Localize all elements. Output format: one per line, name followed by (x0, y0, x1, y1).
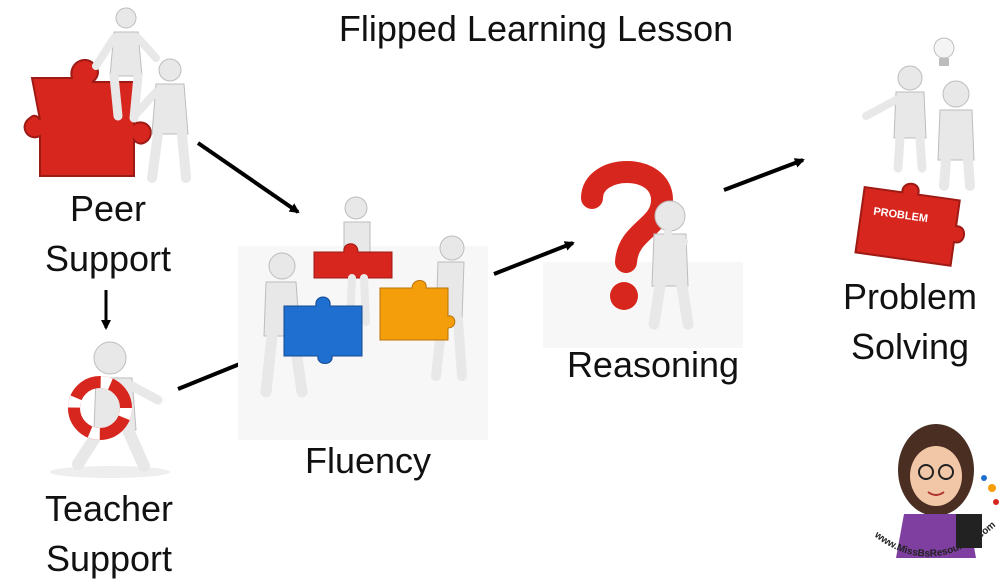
node-problem-solving: Problem Solving (822, 272, 998, 372)
problem-solving-line2: Solving (850, 326, 970, 367)
peer-support-line2: Support (44, 238, 172, 279)
fluency-illustration (260, 196, 467, 398)
problem-solving-illustration: PROBLEM (854, 37, 975, 267)
reasoning-backdrop (543, 262, 743, 348)
arrow-peer-to-fluency (196, 141, 300, 214)
node-reasoning: Reasoning (566, 344, 740, 385)
peer-support-illustration (23, 7, 191, 183)
node-peer-support: Peer Support (20, 184, 196, 284)
problem-solving-line1: Problem (842, 276, 978, 317)
arrow-fluency-to-reasoning (493, 241, 575, 276)
teacher-support-line2: Support (45, 538, 173, 579)
svg-text:www.MissBsResources.com: www.MissBsResources.com (872, 520, 998, 560)
arrow-reasoning-to-problem (723, 158, 805, 192)
node-teacher-support: Teacher Support (14, 484, 204, 584)
page-title: Flipped Learning Lesson (338, 8, 734, 49)
teacher-support-illustration (50, 341, 170, 478)
watermark-text: www.MissBsResources.com (872, 520, 998, 560)
node-fluency: Fluency (304, 440, 432, 481)
avatar-logo (896, 424, 999, 558)
teacher-support-line1: Teacher (44, 488, 174, 529)
watermark-label: www.MissBsResources.com (872, 520, 998, 560)
peer-support-line1: Peer (69, 188, 147, 229)
reasoning-illustration (581, 161, 694, 330)
